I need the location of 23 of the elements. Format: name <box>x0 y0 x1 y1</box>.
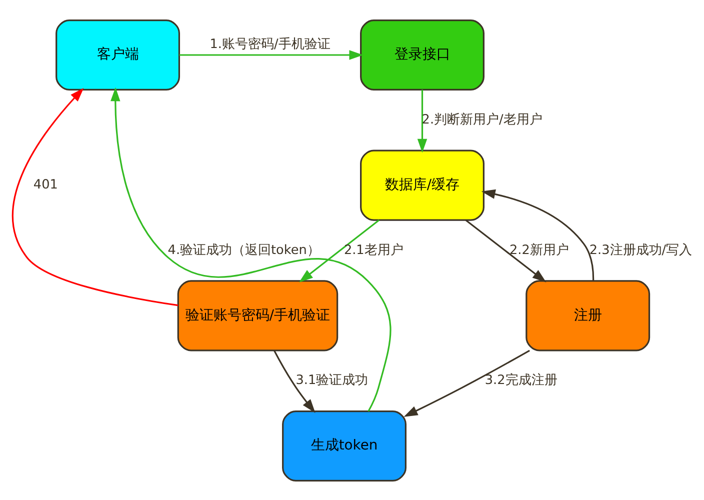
node-box: 生成token <box>282 410 406 482</box>
edge-label: 2.2新用户 <box>510 242 569 258</box>
node-box: 注册 <box>526 280 650 351</box>
edge-label: 2.1老用户 <box>344 242 404 258</box>
arrow <box>465 218 546 282</box>
arrow <box>404 349 530 416</box>
arrow <box>417 89 428 152</box>
node-box: 验证账号密码/手机验证 <box>177 280 338 351</box>
edge-label: 1.账号密码/手机验证 <box>210 36 330 52</box>
node-box: 客户端 <box>56 18 180 90</box>
edge-label: 401 <box>33 177 58 192</box>
arrow <box>179 50 364 60</box>
arrow <box>12 87 178 306</box>
edge-label: 2.3注册成功/写入 <box>589 242 692 258</box>
edge-label: 4.验证成功（返回token） <box>168 242 320 258</box>
node-box: 数据库/缓存 <box>360 149 484 220</box>
arrow <box>110 86 392 412</box>
edge-label: 3.1验证成功 <box>296 372 368 388</box>
arrow <box>481 188 594 280</box>
node-box: 登录接口 <box>360 18 484 90</box>
arrow <box>299 218 380 282</box>
edge-label: 3.2完成注册 <box>484 372 558 388</box>
arrow <box>273 350 316 412</box>
